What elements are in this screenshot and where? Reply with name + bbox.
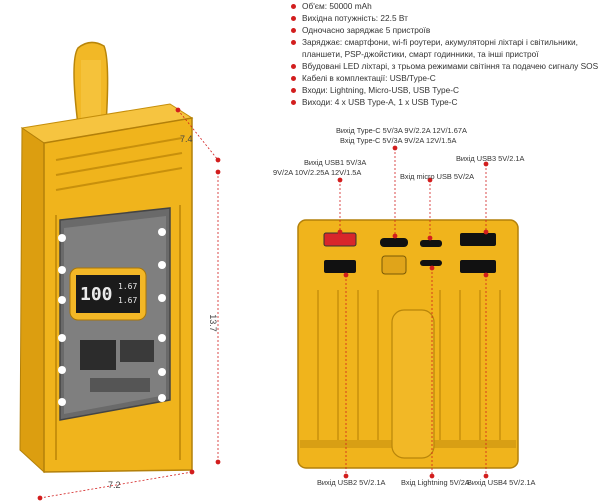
spec-list: Об'єм: 50000 mAh Вихідна потужність: 22.… <box>288 0 600 108</box>
spec-item: Вбудовані LED ліхтарі, з трьома режимами… <box>288 60 600 72</box>
bullet-icon <box>291 4 296 9</box>
micro-usb-input-label: Вхід micro USB 5V/2A <box>400 172 475 181</box>
spec-item: Одночасно заряджає 5 пристроїв <box>288 24 600 36</box>
spec-item: Кабелі в комплектації: USB/Type-C <box>288 72 600 84</box>
usb1-output-modes: 9V/2A 10V/2.25A 12V/1.5A <box>273 168 362 177</box>
power-bank-back-view <box>297 219 519 469</box>
spec-item: Заряджає: смартфони, wi-fi роутери, акум… <box>288 36 600 60</box>
port-leader-lines <box>337 145 489 479</box>
usb1-output-label: Вихід USB1 5V/3A <box>304 158 367 167</box>
bullet-icon <box>291 88 296 93</box>
spec-item: Вихідна потужність: 22.5 Вт <box>288 12 600 24</box>
width-label: 7.2 <box>108 480 121 490</box>
bullet-icon <box>291 28 296 33</box>
bullet-icon <box>291 16 296 21</box>
bullet-icon <box>291 100 296 105</box>
bullet-icon <box>291 40 296 45</box>
typec-output-label: Вихід Type-C 5V/3A 9V/2.2A 12V/1.67A <box>336 126 467 135</box>
dimension-lines <box>37 107 221 501</box>
depth-label: 7.4 <box>180 134 193 144</box>
usb2-output-label: Вихід USB2 5V/2.1A <box>317 478 386 487</box>
height-label: 13.7 <box>207 314 218 332</box>
display-percent: 100 <box>80 284 113 305</box>
spec-item: Виходи: 4 x USB Type-A, 1 x USB Type-C <box>288 96 600 108</box>
spec-item: Входи: Lightning, Micro-USB, USB Type-C <box>288 84 600 96</box>
usb3-output-label: Вихід USB3 5V/2.1A <box>456 154 525 163</box>
display-readout: 100 1.67 1.67 <box>78 280 138 310</box>
power-bank-front-view <box>19 41 194 474</box>
lightning-input-label: Вхід Lightning 5V/2A <box>401 478 470 487</box>
spec-item: Об'єм: 50000 mAh <box>288 0 600 12</box>
display-line2: 1.67 <box>118 296 138 305</box>
usb4-output-label: Вихід USB4 5V/2.1A <box>467 478 536 487</box>
bullet-icon <box>291 64 296 69</box>
bullet-icon <box>291 76 296 81</box>
display-line1: 1.67 <box>118 282 138 291</box>
typec-input-label: Вхід Type-C 5V/3A 9V/2A 12V/1.5A <box>340 136 457 145</box>
